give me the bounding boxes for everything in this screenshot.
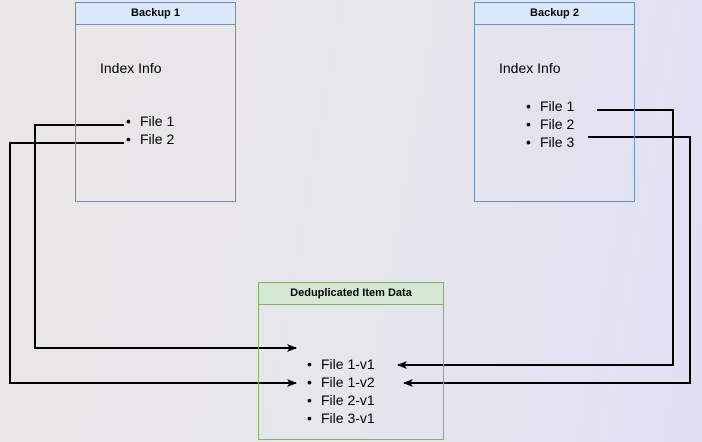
- node-backup2-index-label: Index Info: [499, 60, 561, 76]
- list-item: File 3-v1: [307, 409, 375, 427]
- node-deduplicated-item-data[interactable]: Deduplicated Item Data File 1-v1 File 1-…: [258, 282, 444, 440]
- list-item: File 1-v1: [307, 355, 375, 373]
- node-backup2-file-list: File 1 File 2 File 3: [526, 97, 574, 151]
- node-backup1[interactable]: Backup 1 Index Info File 1 File 2: [75, 2, 236, 202]
- list-item: File 1: [126, 112, 174, 130]
- list-item: File 1-v2: [307, 373, 375, 391]
- node-dedup-body: File 1-v1 File 1-v2 File 2-v1 File 3-v1: [259, 305, 443, 439]
- list-item: File 3: [526, 133, 574, 151]
- list-item: File 2: [126, 130, 174, 148]
- node-backup2-body: Index Info File 1 File 2 File 3: [475, 25, 634, 201]
- list-item: File 1: [526, 97, 574, 115]
- list-item: File 2-v1: [307, 391, 375, 409]
- node-backup2[interactable]: Backup 2 Index Info File 1 File 2 File 3: [474, 2, 635, 202]
- node-dedup-title: Deduplicated Item Data: [259, 283, 443, 305]
- node-backup2-title: Backup 2: [475, 3, 634, 25]
- node-dedup-file-list: File 1-v1 File 1-v2 File 2-v1 File 3-v1: [307, 355, 375, 427]
- node-backup1-index-label: Index Info: [100, 60, 162, 76]
- node-backup1-file-list: File 1 File 2: [126, 112, 174, 148]
- list-item: File 2: [526, 115, 574, 133]
- node-backup1-title: Backup 1: [76, 3, 235, 25]
- node-backup1-body: Index Info File 1 File 2: [76, 25, 235, 201]
